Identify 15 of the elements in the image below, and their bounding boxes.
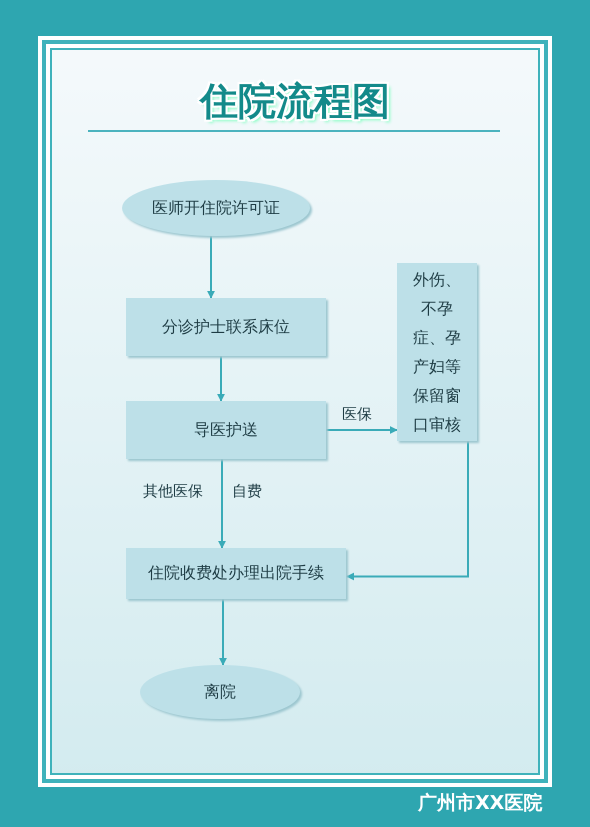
- branch-label: 自费: [232, 482, 262, 501]
- arrow: [218, 459, 226, 549]
- edge-label: 医保: [342, 405, 372, 424]
- arrow: [346, 441, 469, 580]
- arrow: [217, 356, 225, 402]
- edge-label: 其他医保: [143, 482, 203, 501]
- arrow: [219, 599, 227, 666]
- title: 住院流程图: [198, 78, 391, 125]
- process-box: 导医护送: [126, 401, 326, 459]
- process-box: 住院收费处办理出院手续: [126, 548, 346, 599]
- arrow: [207, 236, 215, 299]
- hospital-name: 广州市XX医院: [418, 791, 542, 816]
- arrow: [326, 426, 398, 434]
- process-box: 分诊护士联系床位: [126, 298, 326, 356]
- process-box: 外伤、不孕症、孕产妇等保留窗口审核: [397, 263, 477, 441]
